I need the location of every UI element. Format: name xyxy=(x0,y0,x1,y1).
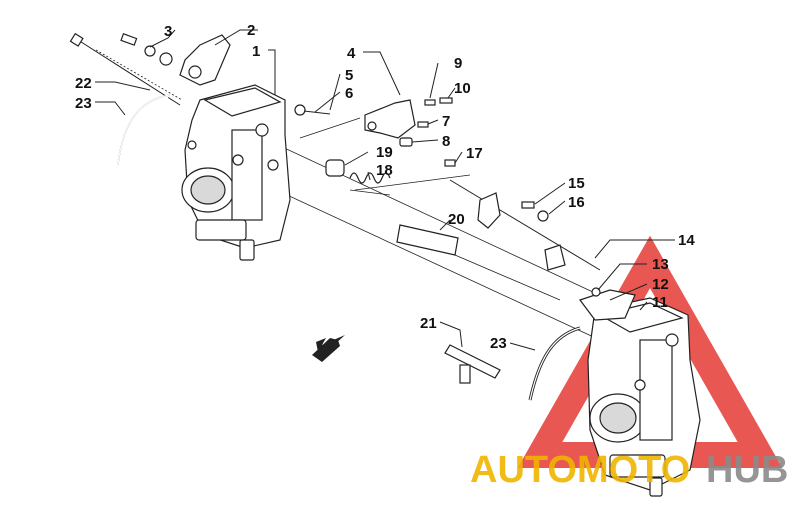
screw-washer-set xyxy=(120,33,173,66)
callout-18: 18 xyxy=(376,162,393,179)
throttle-shaft xyxy=(444,159,601,271)
callout-21: 21 xyxy=(420,315,437,332)
bracket xyxy=(364,99,416,139)
callout-23-right: 23 xyxy=(490,335,507,352)
callout-19: 19 xyxy=(376,144,393,161)
bushing xyxy=(325,159,345,177)
callout-22: 22 xyxy=(75,75,92,92)
callout-13: 13 xyxy=(652,256,669,273)
callout-14: 14 xyxy=(678,232,695,249)
throttle-lever xyxy=(179,34,231,86)
screws-15-16 xyxy=(521,201,549,222)
carburetor-left xyxy=(181,84,291,261)
callout-17: 17 xyxy=(466,145,483,162)
adjust-screw xyxy=(294,104,331,116)
callout-6: 6 xyxy=(345,85,353,102)
callout-2: 2 xyxy=(247,22,255,39)
t-fitting xyxy=(444,344,501,384)
callout-5: 5 xyxy=(345,67,353,84)
callout-20: 20 xyxy=(448,211,465,228)
tube xyxy=(396,224,459,256)
callout-12: 12 xyxy=(652,276,669,293)
callout-7: 7 xyxy=(442,113,450,130)
bracket-right xyxy=(579,287,636,321)
watermark: AUTOMOTO HUB xyxy=(470,449,788,491)
callout-3: 3 xyxy=(164,23,172,40)
callout-1: 1 xyxy=(252,43,260,60)
carburetor-right xyxy=(587,297,701,497)
callout-15: 15 xyxy=(568,175,585,192)
callout-9: 9 xyxy=(454,55,462,72)
callout-10: 10 xyxy=(454,80,471,97)
callout-23-left: 23 xyxy=(75,95,92,112)
watermark-text-automoto: AUTOMOTO xyxy=(470,449,690,491)
long-bolt xyxy=(69,32,183,106)
callout-4: 4 xyxy=(347,45,356,62)
callout-16: 16 xyxy=(568,194,585,211)
callout-11: 11 xyxy=(652,294,668,311)
watermark-text-hub: HUB xyxy=(706,449,788,491)
arrow-lower-left-icon xyxy=(312,335,345,362)
small-screws xyxy=(399,97,453,147)
callout-8: 8 xyxy=(442,133,450,150)
leader-lines xyxy=(95,29,675,351)
